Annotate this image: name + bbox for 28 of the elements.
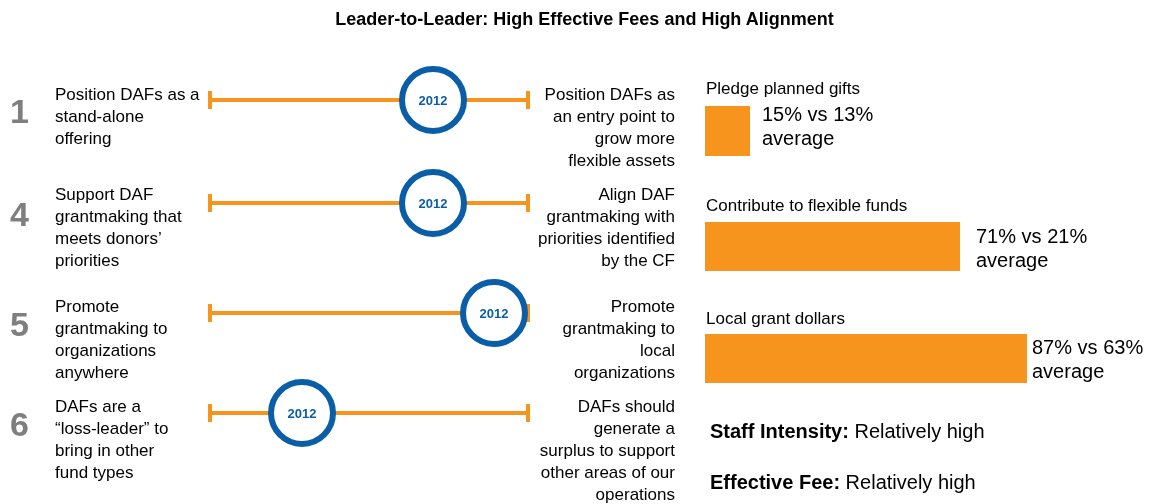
year-label: 2012 bbox=[287, 405, 317, 421]
option-text: DAFs are a “loss-leader” to bring in other fund types bbox=[55, 396, 170, 484]
value-bar bbox=[705, 106, 750, 156]
metric-value: 71% vs 21% average bbox=[976, 224, 1089, 272]
option-text: Promote grantmaking to organizations anywhere bbox=[55, 296, 169, 384]
row-number: 1 bbox=[10, 92, 30, 130]
metric-value: 87% vs 63% average bbox=[1032, 335, 1145, 383]
row-number: 4 bbox=[10, 195, 30, 233]
option-text: Position DAFs as a stand-alone offering bbox=[55, 84, 200, 150]
summary-text: Staff Intensity: Relatively high bbox=[710, 419, 986, 443]
option-text: Position DAFs as an entry point to grow more flexible assets bbox=[543, 84, 675, 172]
value-bar bbox=[705, 222, 960, 271]
option-text: Promote grantmaking to local organizations bbox=[561, 296, 675, 384]
metric-label: Contribute to flexible funds bbox=[706, 195, 909, 217]
row-number: 5 bbox=[10, 305, 30, 343]
summary-text: Effective Fee: Relatively high bbox=[710, 470, 977, 494]
year-label: 2012 bbox=[418, 195, 448, 211]
option-text: Align DAF grantmaking with priorities identified by the CF bbox=[538, 184, 675, 272]
value-bar bbox=[705, 334, 1027, 383]
row-number: 6 bbox=[10, 405, 30, 443]
title: Leader-to-Leader: High Effective Fees and High Alignment bbox=[334, 8, 835, 30]
metric-label: Local grant dollars bbox=[706, 308, 846, 330]
metric-value: 15% vs 13% average bbox=[762, 102, 875, 150]
metric-label: Pledge planned gifts bbox=[706, 78, 862, 100]
year-label: 2012 bbox=[418, 92, 448, 108]
option-text: Support DAF grantmaking that meets donors’ priorities bbox=[55, 184, 183, 272]
option-text: DAFs should generate a surplus to support other areas of our operations bbox=[538, 396, 675, 504]
year-label: 2012 bbox=[479, 305, 509, 321]
